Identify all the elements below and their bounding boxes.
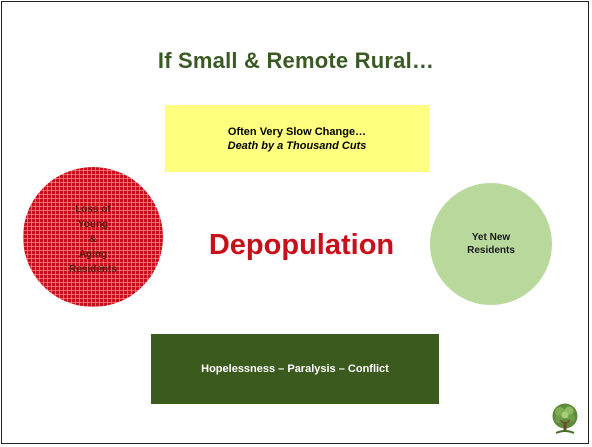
new-residents-label: Yet New Residents (467, 231, 515, 257)
thousand-cuts-text: Death by a Thousand Cuts (227, 139, 367, 152)
depopulation-label: Depopulation (208, 229, 395, 261)
circle-line: & (89, 233, 97, 245)
circle-line: Loss of (75, 203, 111, 215)
circle-line: Young (77, 218, 109, 230)
loss-of-residents-label: Loss of Young & Aging Residents (69, 202, 117, 277)
tree-logo-icon (550, 402, 580, 436)
slide-title: If Small & Remote Rural… (157, 48, 435, 73)
hopelessness-box: Hopelessness – Paralysis – Conflict (151, 334, 439, 404)
circle-line: Aging (78, 248, 108, 260)
loss-of-residents-circle: Loss of Young & Aging Residents (23, 167, 163, 307)
slow-change-box: Often Very Slow Change… Death by a Thous… (165, 105, 429, 172)
circle-line: Residents (69, 263, 117, 275)
new-residents-circle: Yet New Residents (430, 183, 552, 305)
slow-change-text: Often Very Slow Change… (227, 125, 367, 138)
circle-line: Residents (467, 245, 515, 256)
circle-line: Yet New (471, 232, 511, 243)
